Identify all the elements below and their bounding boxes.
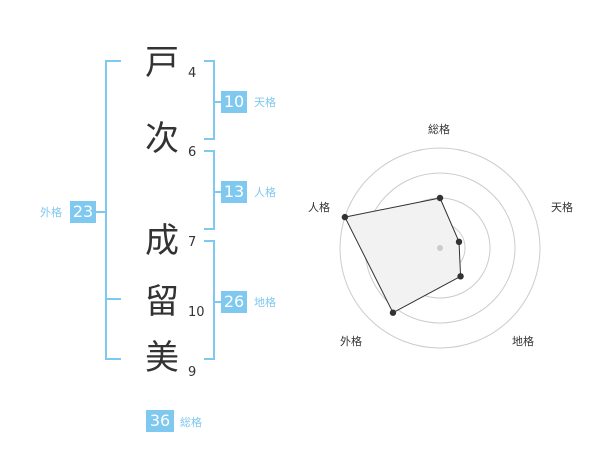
stroke-count-4: 10 [188, 305, 205, 320]
tenkaku-value: 10 [221, 91, 247, 113]
radar-points [341, 194, 464, 316]
radar-label-chikaku: 地格 [512, 335, 534, 348]
name-char-1: 戸 [145, 43, 179, 83]
radar-point-1 [436, 194, 444, 202]
name-char-5: 美 [145, 338, 179, 378]
stroke-count-5: 9 [188, 365, 197, 380]
gaikaku-value: 23 [70, 201, 96, 223]
radar-center-dot [437, 245, 443, 251]
radar-label-tenkaku: 天格 [551, 201, 573, 214]
name-char-3: 成 [145, 221, 179, 261]
radar-label-soukaku: 総格 [428, 123, 450, 136]
stroke-count-3: 7 [188, 235, 197, 250]
radar-point-5 [341, 213, 349, 221]
gaikaku-label: 外格 [40, 206, 62, 219]
stroke-count-1: 4 [188, 66, 197, 81]
name-char-4: 留 [145, 282, 179, 322]
chikaku-value: 26 [221, 291, 247, 313]
chikaku-label: 地格 [254, 296, 276, 309]
radar-polygon [344, 197, 462, 314]
radar-ring-4 [339, 147, 541, 349]
name-char-2: 次 [145, 119, 179, 159]
radar-point-2 [455, 238, 463, 246]
radar-label-gaikaku: 外格 [340, 335, 362, 348]
radar-label-jinkaku: 人格 [308, 201, 330, 214]
soukaku-label: 総格 [180, 416, 202, 429]
radar-point-4 [389, 309, 397, 316]
soukaku-value: 36 [146, 410, 174, 432]
jinkaku-label: 人格 [254, 186, 276, 199]
radar-point-3 [457, 273, 464, 280]
stroke-count-2: 6 [188, 145, 197, 160]
jinkaku-value: 13 [221, 181, 247, 203]
tenkaku-label: 天格 [254, 96, 276, 109]
